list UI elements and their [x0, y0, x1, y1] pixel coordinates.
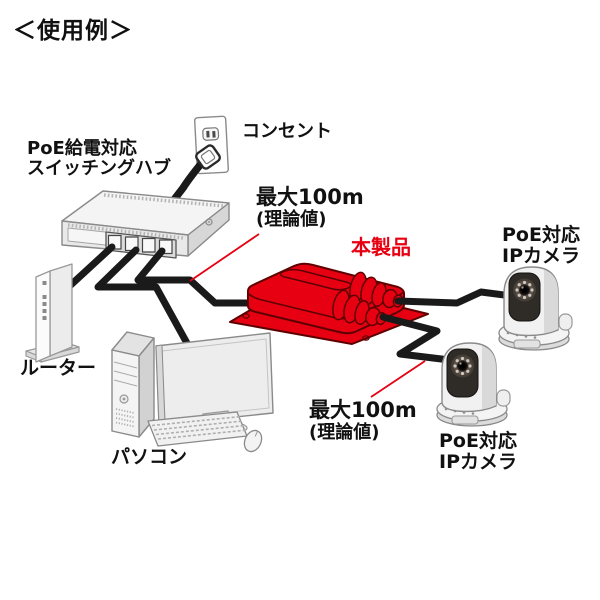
lan-cable-product-camera-bottom [379, 313, 462, 365]
lan-cable-hub-product [134, 247, 264, 307]
camera-bottom-label: PoE対応 IPカメラ [439, 430, 517, 474]
page-title: ＜使用例＞ [13, 18, 133, 44]
desktop-pc-icon [111, 331, 274, 453]
camera-bottom-label-line1: PoE対応 [439, 430, 517, 452]
camera-bottom-label-line2: IPカメラ [439, 451, 517, 474]
distance-label-top: 最大100m (理論値) [256, 185, 364, 230]
lan-cable-hub-pc [94, 246, 192, 349]
distance-top-line1: 最大100m [256, 185, 364, 209]
power-plug-icon [195, 144, 221, 170]
distance-bottom-line2: (理論値) [309, 421, 380, 443]
cable-gland-top [349, 271, 404, 309]
distance-top-line2: (理論値) [256, 208, 327, 230]
hub-label-line2: スイッチングハブ [27, 158, 171, 180]
pc-mouse [243, 429, 263, 453]
leader-line-top [189, 233, 260, 282]
camera-top-label-line1: PoE対応 [502, 224, 580, 246]
camera-top-label: PoE対応 IPカメラ [502, 224, 580, 268]
camera-top-label-line2: IPカメラ [502, 245, 580, 268]
outlet-label: コンセント [242, 121, 332, 142]
cable-gland-bottom [332, 289, 387, 327]
distance-label-bottom: 最大100m (理論値) [309, 398, 417, 443]
switching-hub-icon [61, 190, 230, 259]
pc-tower [111, 331, 155, 438]
hub-label: PoE給電対応 スイッチングハブ [27, 138, 171, 180]
product-box-icon [229, 262, 429, 345]
distance-bottom-line1: 最大100m [309, 398, 417, 422]
leader-line-bottom [370, 360, 426, 398]
product-label: 本製品 [351, 235, 411, 259]
router-label: ルーター [20, 357, 97, 379]
pc-label: パソコン [111, 446, 188, 468]
router-icon [25, 263, 80, 363]
lan-cable-product-camera-top [394, 288, 516, 307]
ip-camera-bottom-icon [436, 342, 511, 427]
hub-label-line1: PoE給電対応 [27, 138, 137, 159]
ip-camera-top-icon [498, 266, 573, 351]
